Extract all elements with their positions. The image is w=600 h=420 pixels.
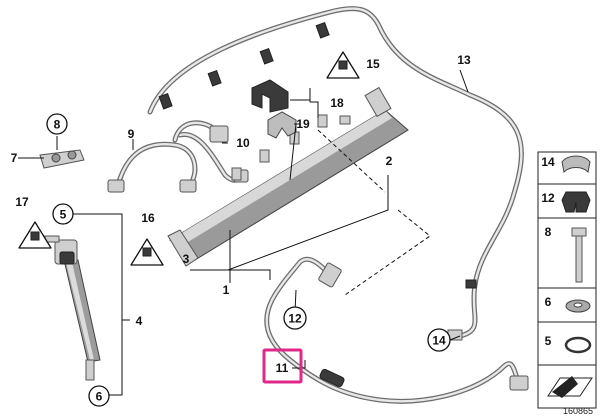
warning-triangle-17 bbox=[18, 221, 52, 249]
side-item-5[interactable]: 5 bbox=[545, 334, 592, 354]
callout-circle-14: 14 bbox=[427, 328, 451, 352]
svg-text:11: 11 bbox=[276, 361, 289, 375]
label-16: 16 bbox=[141, 211, 155, 225]
label-10: 10 bbox=[236, 136, 250, 150]
bracket-part-7 bbox=[39, 149, 85, 169]
parts-kit-icon bbox=[547, 376, 593, 398]
svg-text:5: 5 bbox=[60, 208, 67, 222]
side-item-8[interactable]: 8 bbox=[545, 225, 587, 283]
label-4: 4 bbox=[136, 314, 143, 328]
svg-text:8: 8 bbox=[54, 118, 61, 132]
svg-text:6: 6 bbox=[545, 295, 552, 309]
side-panel: 14 12 8 6 5 bbox=[537, 151, 597, 409]
return-line-13 bbox=[147, 6, 524, 341]
callout-circle-12: 12 bbox=[283, 306, 307, 330]
label-18: 18 bbox=[330, 96, 344, 110]
callout-circle-6: 6 bbox=[88, 385, 110, 407]
label-15: 15 bbox=[366, 57, 380, 71]
svg-text:14: 14 bbox=[541, 155, 555, 169]
diagram-code: 160865 bbox=[563, 406, 593, 416]
label-7: 7 bbox=[11, 151, 18, 165]
callout-circle-8: 8 bbox=[46, 113, 68, 135]
side-item-12[interactable]: 12 bbox=[541, 191, 591, 213]
label-17: 17 bbox=[15, 195, 29, 209]
high-pressure-line-11 bbox=[264, 256, 529, 404]
svg-text:5: 5 bbox=[545, 334, 552, 348]
label-2: 2 bbox=[386, 154, 393, 168]
highlight-label-11[interactable]: 11 bbox=[262, 348, 303, 384]
svg-text:12: 12 bbox=[288, 312, 302, 326]
side-item-14[interactable]: 14 bbox=[541, 155, 591, 174]
fuel-rail bbox=[167, 86, 409, 267]
svg-text:8: 8 bbox=[545, 225, 552, 239]
svg-text:14: 14 bbox=[432, 334, 446, 348]
warning-triangle-16 bbox=[130, 238, 164, 266]
dashed-guides bbox=[317, 129, 431, 296]
leader-lines bbox=[18, 69, 469, 396]
callout-circle-5: 5 bbox=[52, 203, 74, 225]
svg-text:6: 6 bbox=[96, 390, 103, 404]
label-3: 3 bbox=[183, 252, 190, 266]
side-item-6[interactable]: 6 bbox=[545, 295, 591, 313]
label-9: 9 bbox=[128, 127, 135, 141]
injector-4 bbox=[44, 235, 101, 381]
label-13: 13 bbox=[457, 53, 471, 67]
clip-parts-18-19 bbox=[251, 79, 297, 139]
warning-triangle-15 bbox=[326, 51, 360, 79]
label-1: 1 bbox=[223, 283, 230, 297]
warning-triangles bbox=[18, 51, 360, 266]
svg-text:12: 12 bbox=[541, 191, 555, 205]
label-19: 19 bbox=[296, 117, 310, 131]
